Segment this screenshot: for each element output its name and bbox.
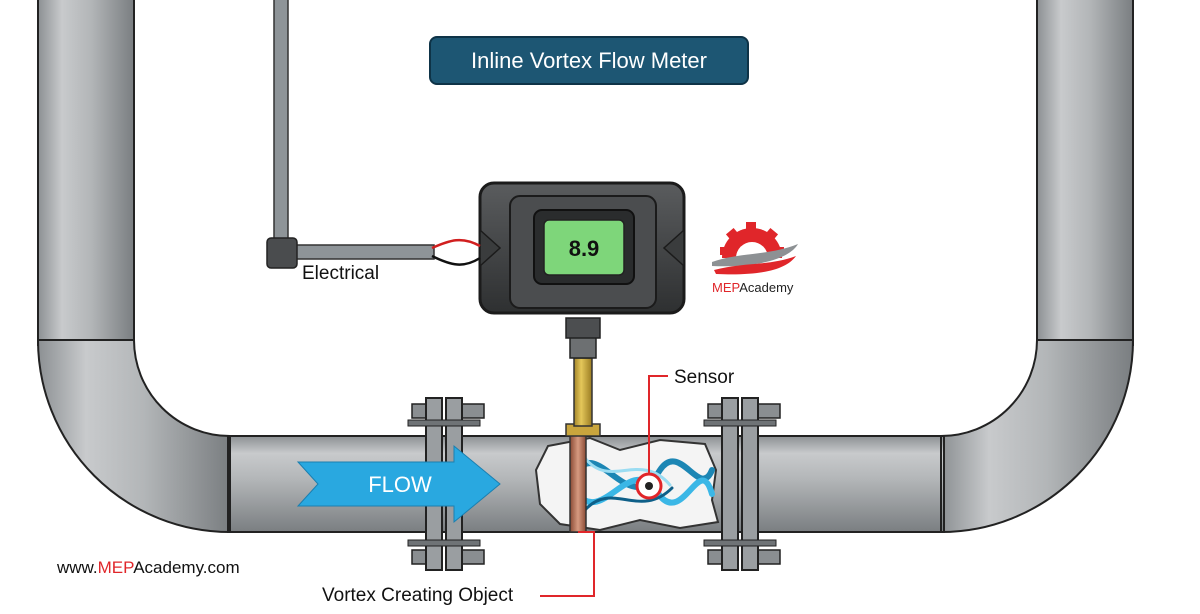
conduit-elbow — [266, 237, 298, 269]
website-suffix: Academy.com — [133, 558, 239, 577]
logo-wave-red — [714, 256, 796, 275]
logo-text-rest: Academy — [739, 280, 794, 295]
website-prefix: www. — [56, 558, 98, 577]
title-box — [429, 36, 749, 85]
vortex-creating-object — [569, 433, 587, 533]
logo-text-accent: MEP — [712, 280, 740, 295]
meter-stem — [565, 317, 601, 437]
svg-text:www.MEPAcademy.com: www.MEPAcademy.com — [56, 558, 240, 577]
svg-text:MEPAcademy: MEPAcademy — [712, 280, 794, 295]
mepacademy-logo: MEPAcademy — [712, 222, 798, 295]
wire-red — [431, 238, 481, 250]
sensor-label: Sensor — [674, 367, 735, 388]
transmitter-housing — [478, 181, 686, 315]
gear-icon — [720, 222, 784, 258]
sensor-callout-line — [648, 375, 668, 474]
right-elbow — [940, 339, 1135, 534]
left-elbow — [36, 339, 231, 534]
electrical-conduit — [266, 0, 481, 269]
electrical-label: Electrical — [302, 263, 379, 284]
vortex-object-label: Vortex Creating Object — [322, 585, 514, 606]
right-vertical-pipe — [1036, 0, 1134, 346]
page-title: Inline Vortex Flow Meter — [471, 48, 707, 73]
vortex-object-callout-line — [540, 531, 595, 597]
left-vertical-pipe — [37, 0, 135, 346]
vortex-swirls — [575, 456, 715, 512]
pipe-cutaway — [534, 433, 720, 533]
flow-label: FLOW — [368, 472, 432, 497]
wire-black — [431, 254, 481, 266]
website-accent: MEP — [98, 558, 135, 577]
sensor-dot — [645, 482, 653, 490]
display-screen — [543, 219, 625, 276]
display-value: 8.9 — [569, 236, 600, 261]
flow-arrow — [296, 444, 501, 524]
right-flange — [703, 397, 781, 571]
logo-wave-gray — [712, 244, 798, 267]
